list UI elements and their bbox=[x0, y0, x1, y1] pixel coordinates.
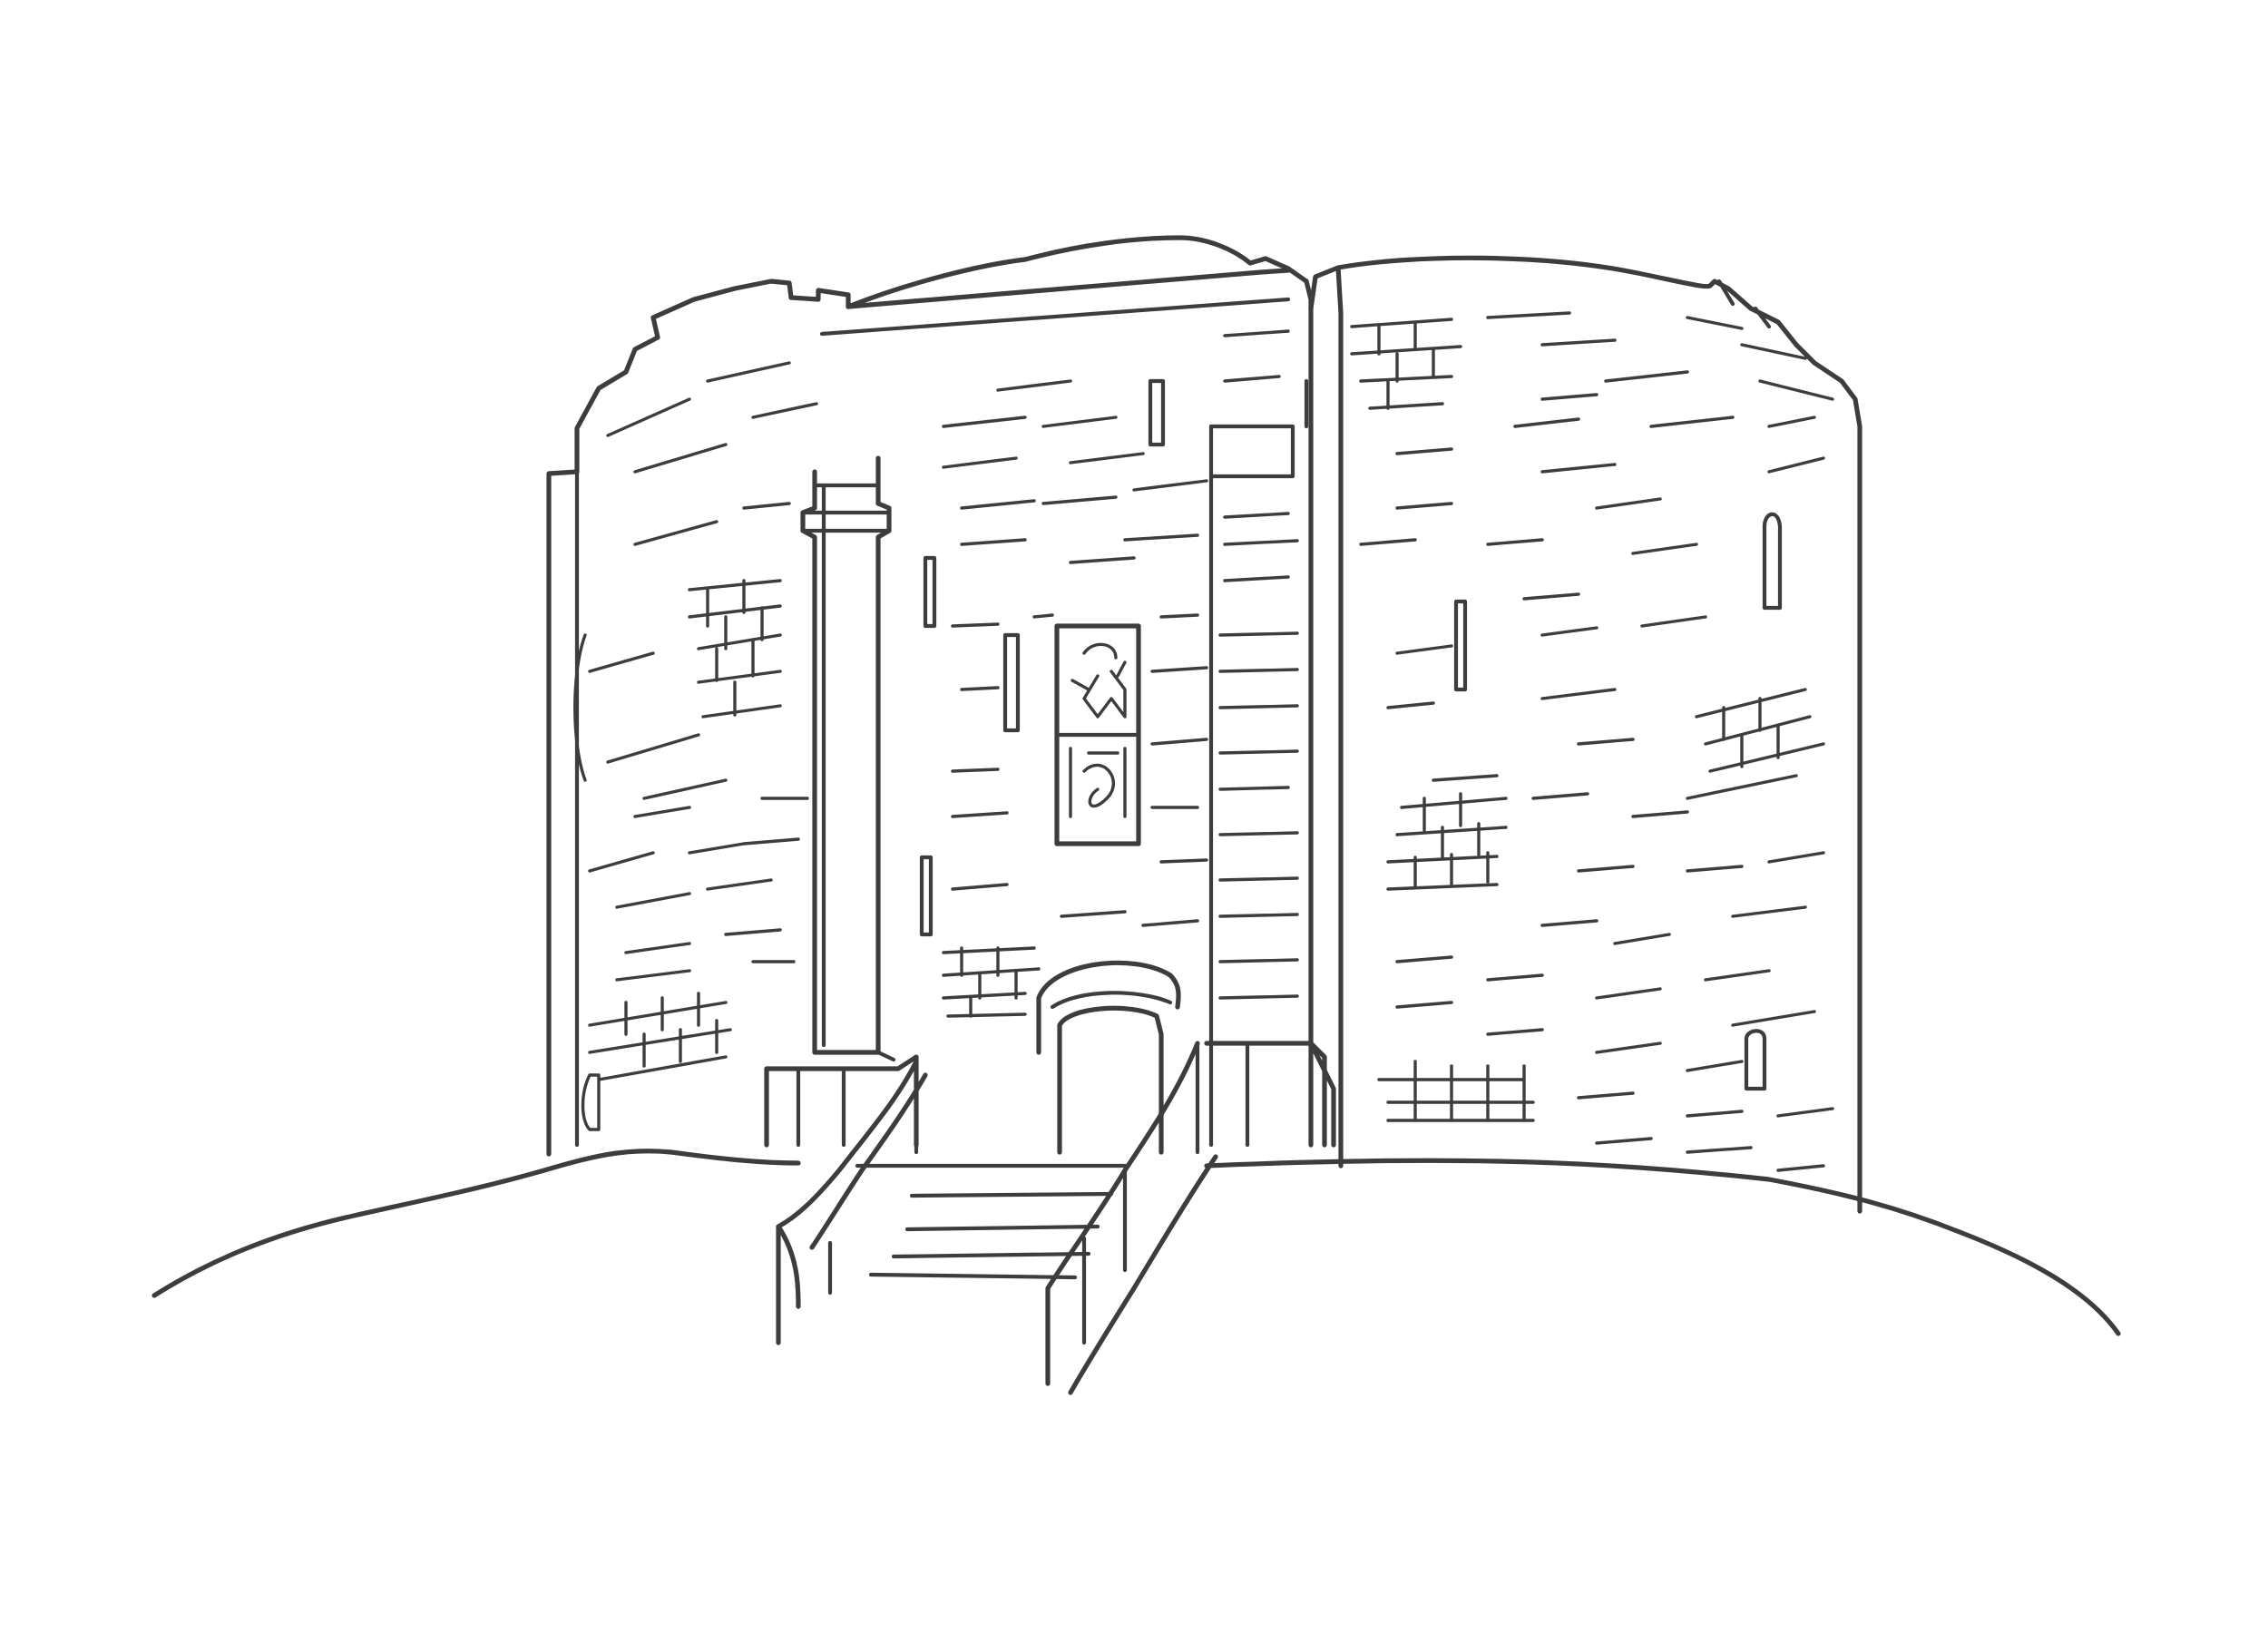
heraldic-panel bbox=[1054, 623, 1141, 846]
mound bbox=[152, 1149, 2121, 1336]
entrance-door bbox=[1036, 960, 1181, 1155]
gate-lodge bbox=[1204, 1041, 1336, 1148]
masonry-texture bbox=[588, 311, 1834, 1172]
right-tower bbox=[1308, 255, 1862, 1214]
central-forebuilding bbox=[819, 235, 1314, 1148]
left-tower bbox=[546, 279, 851, 1157]
entrance-stairs bbox=[776, 1041, 1218, 1395]
chimney-buttress bbox=[800, 455, 896, 1062]
